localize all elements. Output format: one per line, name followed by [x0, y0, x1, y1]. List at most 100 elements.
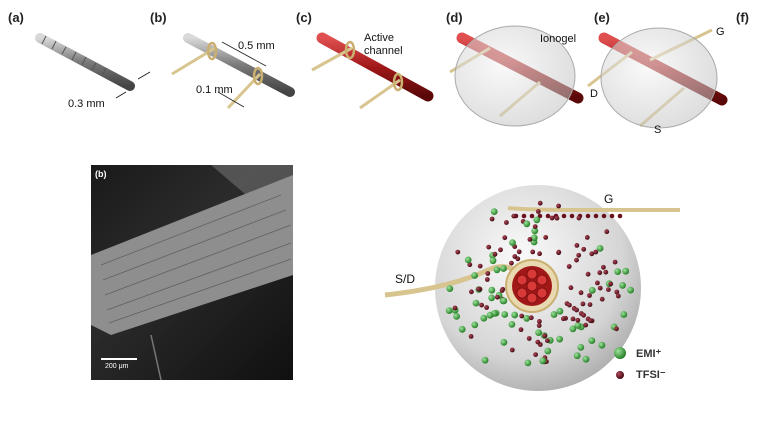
anion-dot — [519, 313, 525, 319]
legend-anion-label: TFSI⁻ — [636, 369, 666, 381]
cation-dot — [523, 220, 531, 228]
sem-fiber-drawing — [91, 165, 293, 380]
anion-dot — [588, 318, 593, 324]
anion-dot — [489, 216, 495, 222]
drain-label: D — [590, 88, 598, 100]
fiber-d — [449, 25, 584, 127]
anion-dot — [484, 277, 490, 282]
cation-dot — [556, 335, 563, 343]
cation-dot — [493, 266, 501, 274]
anion-dot — [530, 249, 536, 255]
panel-label-d: (d) — [446, 10, 463, 25]
cation-dot — [574, 322, 582, 329]
panel-label-b: (b) — [150, 10, 167, 25]
cation-dot — [471, 321, 479, 329]
anion-dot — [537, 213, 543, 219]
anion-dot — [585, 213, 591, 219]
anion-dot — [509, 347, 515, 353]
anion-dot — [568, 285, 574, 291]
cation-dot — [588, 286, 596, 294]
legend-markers — [614, 347, 626, 379]
anion-dot — [533, 352, 538, 357]
active-channel-label-2: channel — [364, 45, 403, 57]
cation-dot — [556, 307, 564, 315]
source-label: S — [654, 124, 662, 136]
anion-dot — [604, 229, 610, 235]
anion-dot — [529, 213, 535, 219]
cation-dot — [619, 282, 626, 289]
anion-dot — [599, 296, 605, 302]
sem-image: (b) 200 μm — [91, 165, 293, 380]
cation-dot — [509, 239, 516, 246]
cation-dot — [446, 285, 454, 292]
active-channel-label-1: Active — [364, 32, 394, 44]
anion-dot — [479, 302, 484, 308]
anion-dot — [597, 270, 603, 276]
gate-label-top: G — [716, 26, 725, 38]
panel-label-e: (e) — [594, 10, 610, 25]
cation-dot — [445, 307, 453, 314]
anion-dot — [603, 269, 609, 275]
cation-dot — [458, 325, 466, 333]
anion-dot — [499, 288, 505, 293]
gate-label-cross: G — [604, 192, 614, 206]
anion-dot — [518, 327, 524, 333]
wire-diameter-label: 0.1 mm — [196, 84, 233, 96]
anion-dot — [504, 220, 509, 225]
anion-dot — [597, 285, 603, 291]
anion-dot — [498, 247, 503, 253]
diameter-arrow — [115, 71, 151, 99]
cation-dot — [488, 294, 495, 302]
anion-dot — [452, 305, 458, 311]
anion-dot — [467, 262, 473, 268]
anion-dot — [601, 213, 607, 219]
anion-dot — [532, 224, 538, 229]
anion-dot — [535, 339, 541, 345]
anion-dot — [476, 286, 481, 292]
anion-dot — [617, 213, 623, 219]
anion-dot — [537, 200, 543, 206]
cation-dot — [535, 329, 542, 336]
cation-dot — [622, 267, 630, 275]
cation-dot — [453, 313, 460, 320]
cation-dot — [486, 311, 494, 319]
cation-dot — [530, 234, 538, 242]
gate-wire — [507, 206, 680, 212]
anion-dot — [535, 209, 541, 214]
cation-dot — [577, 344, 585, 351]
anion-dot — [516, 249, 522, 255]
anion-dot — [587, 293, 592, 298]
cation-dot — [500, 338, 508, 346]
anion-dot — [502, 235, 508, 241]
anion-dot — [545, 213, 551, 219]
anion-dot — [601, 264, 606, 270]
anion-dot — [584, 235, 590, 240]
cation-dot — [620, 311, 628, 318]
anion-dot — [543, 235, 549, 240]
cation-dot — [582, 355, 590, 363]
cation-dot — [531, 227, 539, 235]
anion-dot — [595, 280, 600, 286]
cation-dot — [596, 245, 604, 252]
anion-dot — [455, 249, 461, 255]
ion-distribution — [445, 200, 634, 367]
anion-dot — [576, 215, 582, 221]
panel-label-f: (f) — [736, 10, 749, 25]
cation-dot — [464, 256, 472, 264]
cation-dot — [472, 299, 480, 307]
anion-dot — [526, 336, 532, 341]
anion-dot — [612, 259, 618, 265]
sem-panel-label: (b) — [95, 169, 107, 179]
cation-dot — [569, 325, 577, 333]
anion-dot — [545, 338, 550, 343]
fiber-b — [171, 33, 295, 110]
anion-dot — [581, 312, 586, 318]
cation-dot — [550, 311, 558, 318]
anion-dot — [537, 251, 542, 257]
anion-dot — [580, 301, 586, 307]
device-fabrication-steps — [35, 25, 728, 129]
anion-dot — [477, 263, 483, 269]
diameter-label: 0.3 mm — [68, 98, 105, 110]
anion-dot — [511, 213, 517, 219]
anion-dot — [576, 252, 582, 258]
